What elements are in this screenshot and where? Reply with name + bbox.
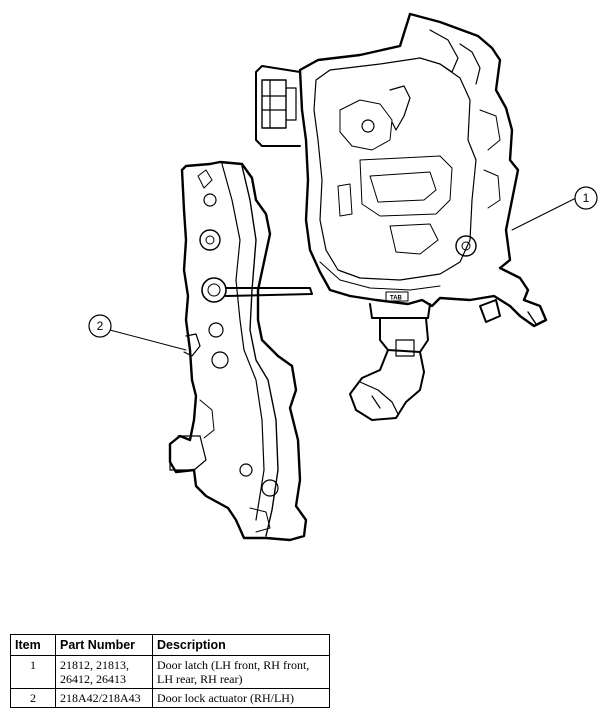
callout-2-label: 2 <box>97 319 104 333</box>
door-latch-drawing: TAB <box>255 12 548 421</box>
table-row: 2 218A42/218A43 Door lock actuator (RH/L… <box>10 688 330 708</box>
row-item: 1 <box>10 655 56 689</box>
header-item: Item <box>10 634 56 656</box>
parts-table: Item Part Number Description 1 21812, 21… <box>10 634 330 708</box>
callout-2: 2 <box>88 314 112 338</box>
row-description: Door latch (LH front, RH front, LH rear,… <box>152 655 330 689</box>
latch-tab-label: TAB <box>390 296 403 302</box>
exploded-view-illustration: TAB <box>88 12 598 542</box>
door-lock-actuator-drawing <box>168 160 313 542</box>
header-part-number: Part Number <box>55 634 153 656</box>
row-part-number: 21812, 21813, 26412, 26413 <box>55 655 153 689</box>
header-description: Description <box>152 634 330 656</box>
table-row: 1 21812, 21813, 26412, 26413 Door latch … <box>10 655 330 689</box>
row-item: 2 <box>10 688 56 708</box>
row-description: Door lock actuator (RH/LH) <box>152 688 330 708</box>
callout-1-leader <box>511 197 577 231</box>
callout-1-label: 1 <box>583 191 590 205</box>
table-header-row: Item Part Number Description <box>10 634 330 656</box>
callout-2-leader <box>109 329 187 351</box>
row-part-number: 218A42/218A43 <box>55 688 153 708</box>
callout-1: 1 <box>574 186 598 210</box>
